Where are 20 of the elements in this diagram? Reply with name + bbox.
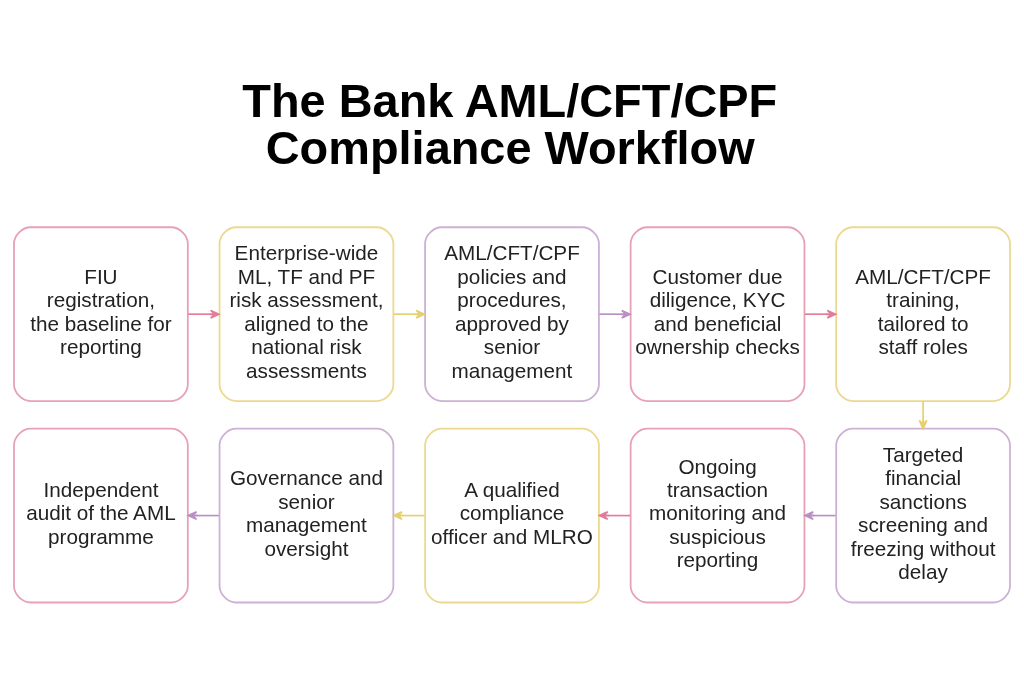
arrow bbox=[187, 510, 220, 520]
node-box: Targeted financial sanctions screening and freezing without delay bbox=[835, 427, 1011, 603]
arrow bbox=[598, 309, 631, 319]
arrow bbox=[804, 309, 837, 319]
node-box: A qualified compliance officer and MLRO bbox=[424, 427, 600, 603]
node-box: AML/CFT/CPF policies and procedures, approved by senior management bbox=[424, 225, 600, 402]
node-box: Enterprise-wide ML, TF and PF risk assessment, aligned to the national risk assessments bbox=[218, 225, 395, 402]
node-box: AML/CFT/CPF training, tailored to staff roles bbox=[835, 225, 1011, 402]
arrow bbox=[393, 510, 426, 520]
arrow bbox=[598, 510, 631, 520]
node-box: Governance and senior management oversight bbox=[218, 427, 395, 603]
node-box: Ongoing transaction monitoring and suspicious reporting bbox=[629, 427, 806, 603]
diagram-title: The Bank AML/CFT/CPF Compliance Workflow bbox=[242, 74, 778, 174]
node-box: Independent audit of the AML programme bbox=[13, 427, 189, 603]
arrow bbox=[918, 400, 928, 429]
node-box: Customer due diligence, KYC and beneficial ownership checks bbox=[629, 225, 806, 402]
node-box: FIU registration, the baseline for reporting bbox=[13, 225, 189, 402]
arrow bbox=[187, 309, 220, 319]
arrow bbox=[804, 510, 837, 520]
arrow bbox=[393, 309, 426, 319]
